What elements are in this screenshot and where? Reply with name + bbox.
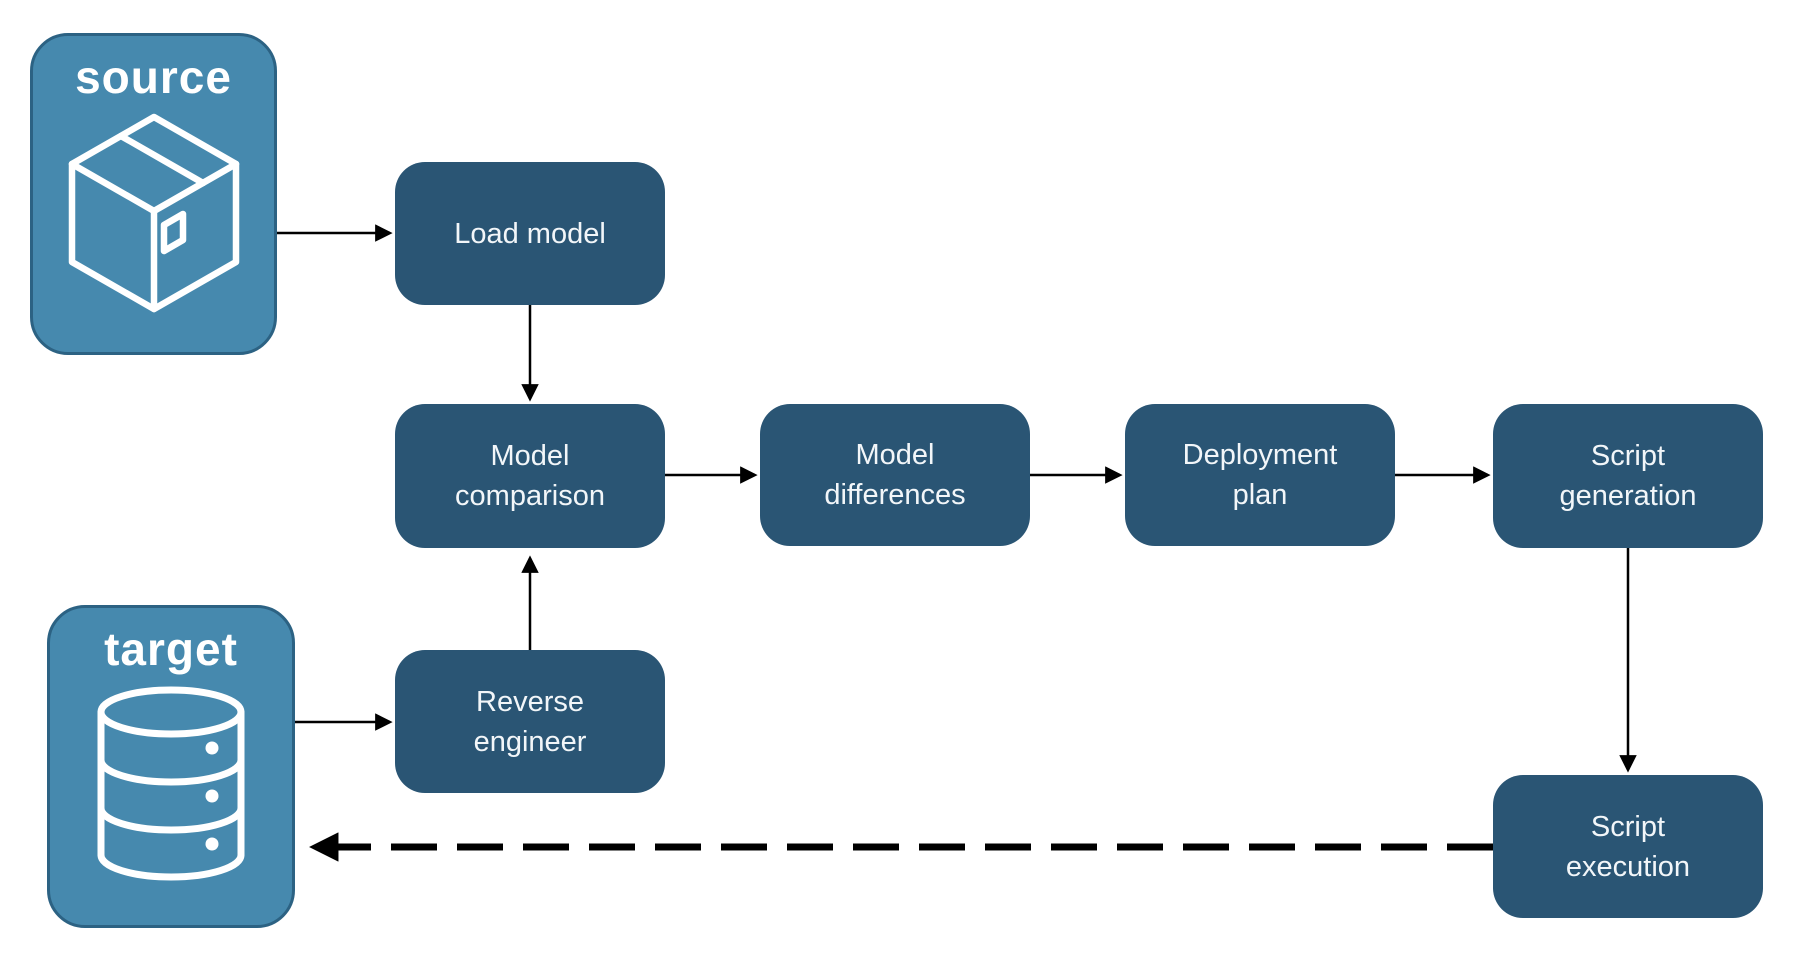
step-script-execution-label: Script execution bbox=[1565, 810, 1691, 883]
step-model-differences: Model differences bbox=[760, 404, 1030, 546]
step-reverse-engineer: Reverse engineer bbox=[395, 650, 665, 793]
entity-source-label: source bbox=[75, 51, 232, 103]
step-script-generation: Script generation bbox=[1493, 404, 1763, 548]
step-load-model-label: Load model bbox=[454, 217, 606, 250]
step-script-generation-label: Script generation bbox=[1559, 440, 1697, 512]
entity-source: source bbox=[30, 33, 277, 355]
step-deployment-plan: Deployment plan bbox=[1125, 404, 1395, 546]
step-reverse-engineer-label: Reverse engineer bbox=[473, 685, 587, 758]
package-icon bbox=[66, 113, 242, 320]
entity-target-label: target bbox=[104, 623, 238, 675]
step-load-model: Load model bbox=[395, 162, 665, 305]
entity-target: target bbox=[47, 605, 295, 928]
step-model-comparison-label: Model comparison bbox=[455, 440, 605, 512]
step-deployment-plan-label: Deployment plan bbox=[1182, 439, 1338, 511]
step-script-execution: Script execution bbox=[1493, 775, 1763, 918]
step-model-differences-label: Model differences bbox=[824, 439, 966, 511]
step-model-comparison: Model comparison bbox=[395, 404, 665, 548]
database-icon bbox=[96, 685, 246, 890]
